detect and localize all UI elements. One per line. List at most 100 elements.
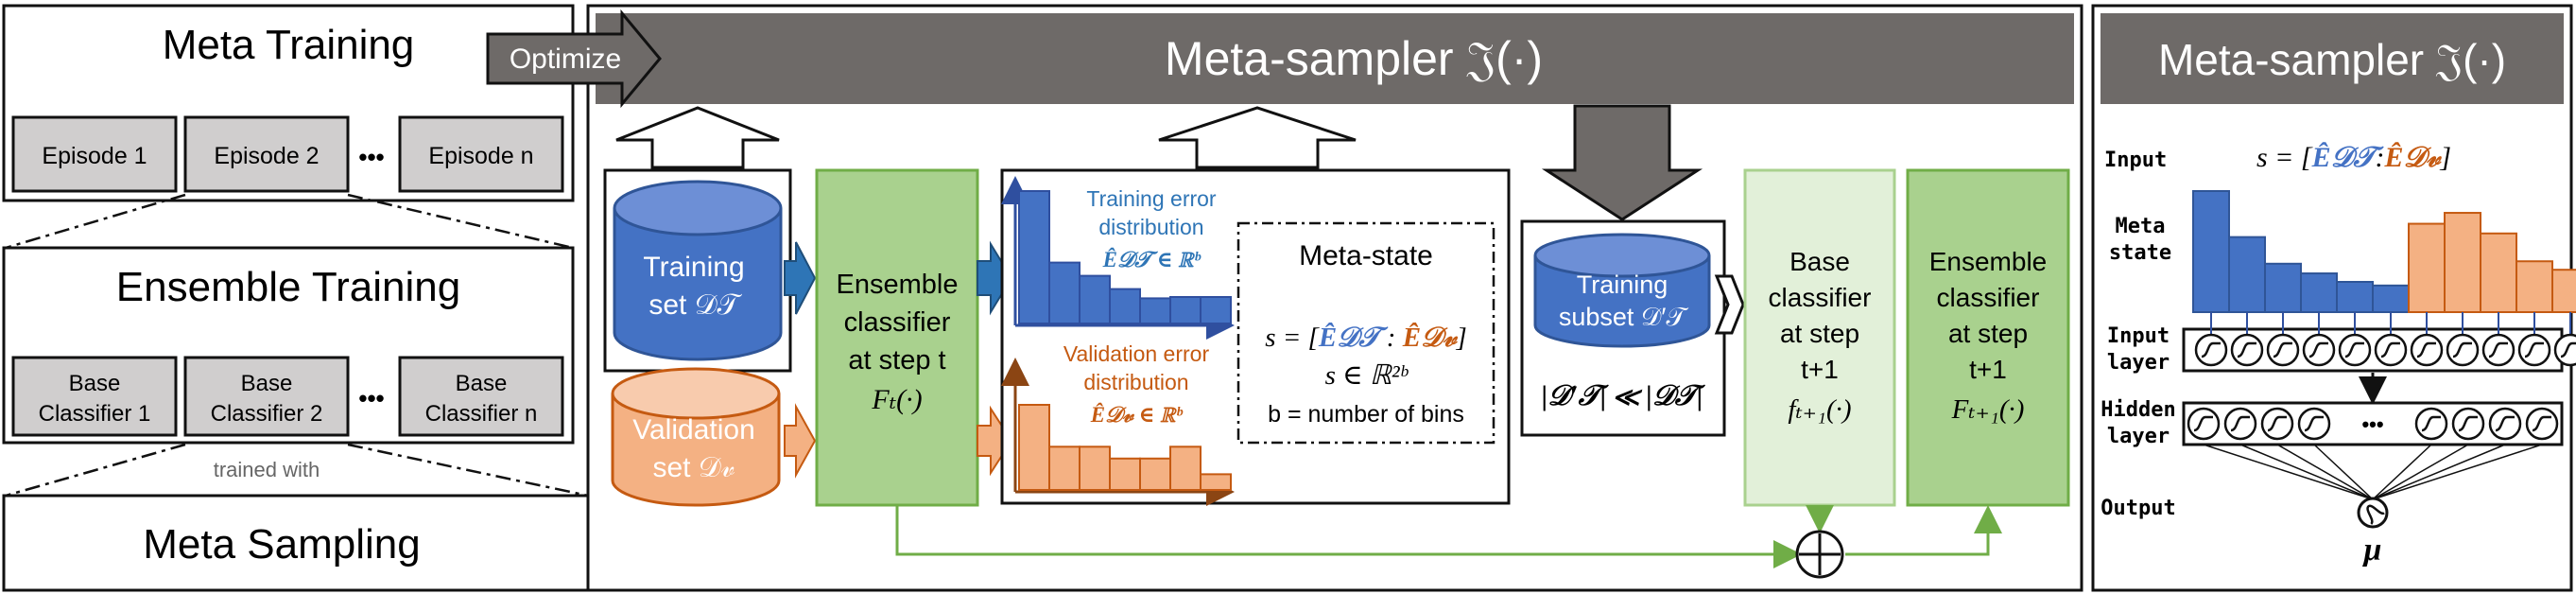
base-classifier-1-line2: Classifier 1: [39, 401, 151, 427]
meta-state-label-line2: state: [2109, 241, 2171, 265]
training-subset-line1: Training: [1577, 271, 1668, 299]
base-classifier-1-line1: Base: [69, 371, 121, 396]
output-neuron: [2357, 497, 2389, 529]
input-neuron: [2446, 333, 2480, 367]
optimize-arrow: Optimize: [486, 9, 662, 109]
subset-to-base-arrow: [1714, 274, 1745, 335]
meta-state-dim: s ∈ ℝ²ᵇ: [1325, 360, 1409, 391]
input-neuron: [2338, 333, 2372, 367]
val-error-bar: [1018, 404, 1050, 491]
val-error-bar: [1139, 457, 1171, 491]
episode-2-label: Episode 2: [214, 143, 319, 169]
meta-state-title: Meta-state: [1299, 240, 1433, 271]
input-neuron: [2194, 333, 2228, 367]
validation-to-ensemble-arrow: [784, 403, 817, 479]
input-formula-colon: :: [2376, 142, 2385, 173]
input-layer-label-line2: layer: [2107, 351, 2170, 375]
validation-set-cylinder: Validation set 𝒟𝓋: [611, 367, 781, 507]
meta-state-bar: [2192, 190, 2230, 313]
hidden-layer-label-line1: Hidden: [2101, 398, 2175, 422]
base-classifier-2-box: Base Classifier 2: [183, 356, 350, 437]
train-error-bar: [1048, 261, 1081, 325]
base-classifier-1-box: Base Classifier 1: [11, 356, 178, 437]
input-neuron: [2266, 333, 2300, 367]
ensemble-classifier-t-box: Ensemble classifier at step t Fₜ(·): [815, 168, 979, 507]
ensemble-training-title: Ensemble Training: [116, 264, 460, 310]
meta-state-formula: s = [Ê𝒟𝒯 : Ê𝒟𝓋]: [1265, 322, 1467, 353]
training-subset-line2: subset 𝒟′𝒯: [1559, 303, 1689, 331]
episode-n-label: Episode n: [428, 143, 533, 169]
sample-down-arrow: [1541, 104, 1703, 221]
meta-state-bar: [2444, 212, 2481, 313]
meta-state-s-val: Ê𝒟𝓋: [1402, 322, 1458, 353]
main-panel: Meta-sampler 𝔍(·) Optimize Training set …: [486, 4, 2083, 592]
meta-state-label-line1: Meta: [2116, 215, 2166, 238]
input-neuron: [2302, 333, 2336, 367]
ensemble-classifier-t1-box: Ensemble classifier at step t+1 Fₜ₊₁(·): [1906, 168, 2070, 507]
hidden-to-output-lines: [2203, 444, 2543, 500]
train-dist-title-line2: distribution: [1098, 215, 1203, 239]
meta-state-bar: [2480, 232, 2517, 313]
input-formula-train: Ê𝒟𝒯: [2311, 142, 2385, 173]
input-neuron: [2410, 333, 2444, 367]
episode-1-label: Episode 1: [42, 143, 147, 169]
training-to-ensemble-arrow: [784, 241, 817, 315]
hidden-output-link: [2239, 444, 2374, 500]
input-neuron: [2374, 333, 2408, 367]
base-classifier-n-line1: Base: [456, 371, 508, 396]
base-t1-formula: fₜ₊₁(·): [1788, 394, 1851, 425]
input-neuron: [2230, 333, 2264, 367]
input-neuron: [2553, 333, 2576, 367]
hidden-output-link: [2372, 444, 2543, 500]
meta-state-box: Meta-state s = [Ê𝒟𝒯 : Ê𝒟𝓋] s ∈ ℝ²ᵇ b = n…: [1236, 221, 1495, 445]
subset-relation: |𝒟′𝒯| ≪ |𝒟𝒯|: [1542, 380, 1706, 411]
meta-sampler-banner: [596, 13, 2074, 104]
hidden-neuron: [2223, 407, 2257, 441]
meta-state-bar: [2228, 236, 2266, 313]
hidden-neuron: [2260, 407, 2294, 441]
train-error-bar: [1200, 296, 1232, 324]
train-dist-formula: Ê𝒟𝒯 ∈ ℝᵇ: [1102, 247, 1202, 271]
meta-training-title: Meta Training: [163, 22, 415, 68]
ensemble-t-formula: Fₜ(·): [871, 384, 922, 415]
train-error-bar: [1139, 297, 1171, 324]
right-title: Meta-sampler 𝔍(·): [2158, 35, 2506, 84]
input-formula-val: Ê𝒟𝓋: [2384, 142, 2443, 173]
val-error-bar: [1200, 473, 1232, 491]
meta-state-bar: [2408, 222, 2446, 313]
right-title-banner: [2101, 13, 2564, 104]
meta-state-bar: [2300, 272, 2338, 314]
hidden-ellipsis: •••: [2361, 412, 2383, 436]
plus-combine: [1795, 530, 1844, 579]
val-dist-title-line2: distribution: [1083, 370, 1188, 394]
training-set-line2: set 𝒟𝒯: [648, 289, 742, 321]
meta-training-panel: Meta Training Episode 1 Episode 2 ••• Ep…: [2, 4, 575, 202]
val-dist-formula: Ê𝒟𝓋 ∈ ℝᵇ: [1090, 402, 1184, 427]
hidden-neuron: [2414, 407, 2448, 441]
ensemble-update-flow: [895, 505, 2002, 568]
base-t1-line3: at step: [1780, 319, 1859, 348]
base-t1-line4: t+1: [1801, 355, 1839, 384]
hidden-layer-neurons: [2187, 407, 2559, 441]
input-formula-suffix: ]: [2439, 142, 2451, 173]
ensemble-training-panel: Ensemble Training Base Classifier 1 Base…: [2, 246, 575, 445]
base-t1-line2: classifier: [1769, 283, 1872, 312]
output-mu: μ: [2362, 533, 2382, 568]
hidden-neuron: [2488, 407, 2522, 441]
optimize-label: Optimize: [510, 44, 621, 75]
base-classifier-n-box: Base Classifier n: [398, 356, 564, 437]
meta-state-s-train: Ê𝒟𝒯: [1318, 322, 1389, 353]
state-up-arrow-right: [1158, 106, 1357, 169]
ensemble-t1-line4: t+1: [1969, 355, 2007, 384]
meta-state-bar: [2551, 269, 2576, 314]
train-error-bar: [1079, 274, 1111, 325]
training-error-chart: [1001, 176, 1235, 340]
val-error-bar: [1079, 446, 1111, 491]
train-error-bar: [1109, 288, 1141, 325]
base-classifier-2-line2: Classifier 2: [211, 401, 323, 427]
val-dist-title-line1: Validation error: [1063, 341, 1210, 366]
input-neuron: [2481, 333, 2515, 367]
meta-state-bar: [2372, 284, 2410, 313]
training-set-line1: Training: [643, 252, 744, 283]
